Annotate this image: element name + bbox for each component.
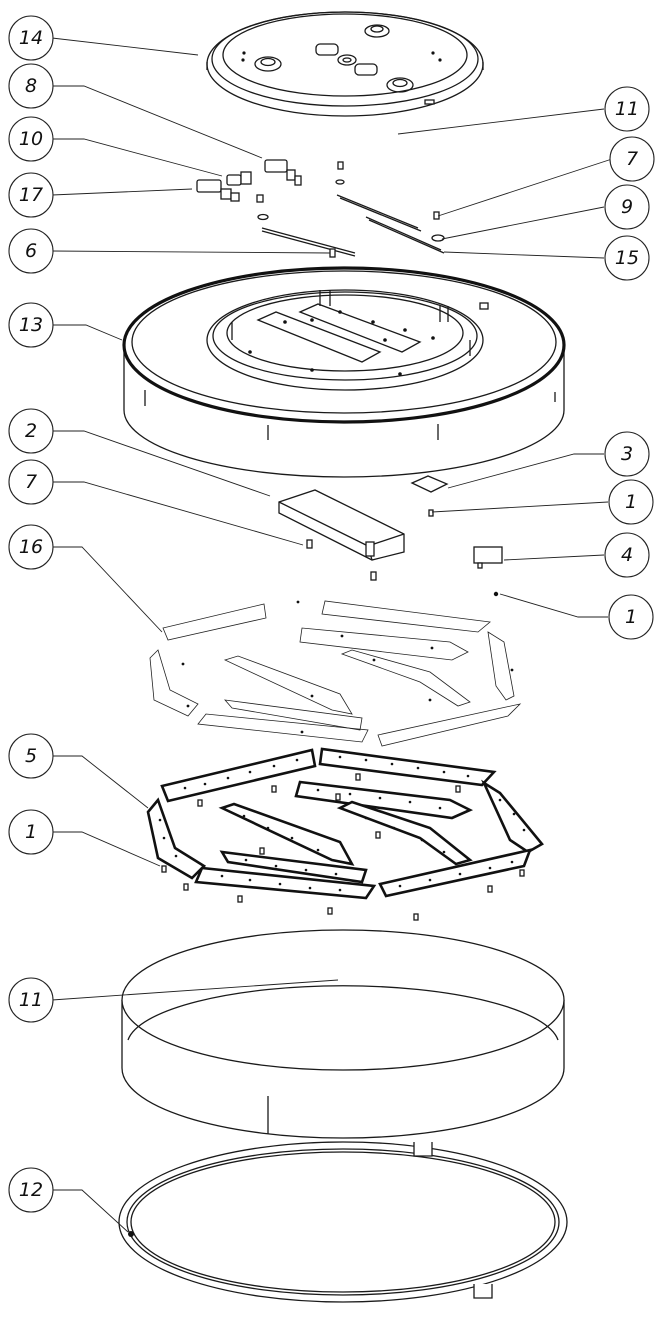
terminal-connectors (196, 159, 302, 203)
callout-9: 9 (604, 184, 650, 230)
svg-text:15: 15 (615, 247, 639, 269)
callout-2: 2 (8, 408, 54, 454)
svg-text:1: 1 (625, 606, 637, 628)
svg-text:17: 17 (19, 184, 43, 206)
mounting-base-plate (206, 11, 484, 117)
led-strip-modules (146, 747, 544, 921)
svg-text:2: 2 (25, 420, 37, 442)
retaining-ring (118, 1141, 568, 1303)
svg-text:9: 9 (621, 196, 633, 218)
fasteners-and-rods (257, 161, 445, 258)
strip-screws (161, 773, 525, 921)
svg-text:13: 13 (19, 314, 43, 336)
svg-text:11: 11 (19, 989, 43, 1011)
callout-11-upper: 11 (604, 86, 650, 132)
callout-1-right-upper: 1 (608, 479, 654, 525)
svg-text:7: 7 (25, 471, 37, 493)
svg-text:11: 11 (615, 98, 639, 120)
callout-3: 3 (604, 431, 650, 477)
svg-text:12: 12 (19, 1179, 43, 1201)
diffuser-cylinder (121, 929, 565, 1139)
diffuser-gasket-sheet (149, 600, 522, 747)
callout-1-right-lower: 1 (608, 594, 654, 640)
svg-text:16: 16 (19, 536, 43, 558)
led-dots (158, 755, 526, 892)
callout-12: 12 (8, 1167, 54, 1213)
callout-11-lower: 11 (8, 977, 54, 1023)
callout-16: 16 (8, 524, 54, 570)
svg-text:5: 5 (25, 745, 37, 767)
callout-8: 8 (8, 63, 54, 109)
led-driver-box (278, 489, 405, 581)
callout-1-left: 1 (8, 809, 54, 855)
svg-text:1: 1 (25, 821, 37, 843)
callout-13: 13 (8, 302, 54, 348)
svg-text:4: 4 (621, 544, 633, 566)
leader-lines (51, 37, 613, 1233)
control-board (410, 475, 503, 597)
callout-15: 15 (604, 235, 650, 281)
svg-text:7: 7 (626, 148, 638, 170)
callout-4: 4 (604, 532, 650, 578)
callout-6: 6 (8, 228, 54, 274)
callout-5: 5 (8, 733, 54, 779)
callout-17: 17 (8, 172, 54, 218)
callout-7-right: 7 (609, 136, 655, 182)
svg-text:14: 14 (19, 27, 43, 49)
svg-text:3: 3 (621, 443, 633, 465)
svg-text:10: 10 (19, 128, 43, 150)
callout-7-left: 7 (8, 459, 54, 505)
svg-text:6: 6 (25, 240, 37, 262)
callout-14: 14 (8, 15, 54, 61)
callout-10: 10 (8, 116, 54, 162)
svg-text:1: 1 (625, 491, 637, 513)
main-housing (122, 266, 566, 478)
svg-text:8: 8 (25, 75, 37, 97)
